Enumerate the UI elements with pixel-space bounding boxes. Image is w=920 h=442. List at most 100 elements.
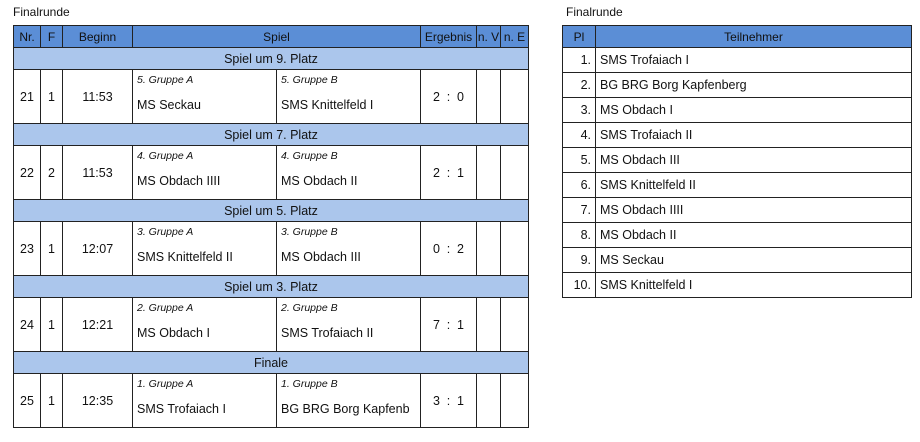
ranking-place: 8. [562, 222, 596, 248]
ranking-place: 2. [562, 72, 596, 98]
match-start-time: 12:21 [62, 297, 133, 352]
ranking-row: 8.MS Obdach II [562, 222, 912, 248]
away-team-cell: 5. Gruppe B SMS Knittelfeld I [276, 69, 421, 124]
overtime-cell [476, 297, 501, 352]
home-team-cell: 2. Gruppe A MS Obdach I [132, 297, 277, 352]
ranking-team: SMS Knittelfeld II [595, 172, 912, 198]
away-score: 1 [457, 165, 464, 180]
round-label: Spiel um 7. Platz [13, 123, 529, 146]
home-team: MS Obdach IIII [137, 174, 221, 188]
away-team-cell: 1. Gruppe B BG BRG Borg Kapfenb [276, 373, 421, 428]
home-group: 2. Gruppe A [137, 302, 194, 314]
match-start-time: 11:53 [62, 145, 133, 200]
ranking-place: 3. [562, 97, 596, 123]
home-group: 3. Gruppe A [137, 226, 194, 238]
home-score: 2 [433, 89, 440, 104]
round-header-row: Spiel um 9. Platz [13, 47, 529, 70]
home-team: SMS Knittelfeld II [137, 250, 233, 264]
score-separator: : [446, 241, 451, 256]
round-label: Spiel um 5. Platz [13, 199, 529, 222]
ranking-place: 4. [562, 122, 596, 148]
score-separator: : [446, 89, 451, 104]
match-nr: 21 [13, 69, 41, 124]
ranking-row: 2.BG BRG Borg Kapfenberg [562, 72, 912, 98]
ranking-row: 9.MS Seckau [562, 247, 912, 273]
match-nr: 24 [13, 297, 41, 352]
away-team: BG BRG Borg Kapfenb [281, 402, 410, 416]
away-score: 0 [457, 89, 464, 104]
match-field: 1 [40, 221, 63, 276]
overtime-cell [476, 145, 501, 200]
round-label: Finale [13, 351, 529, 374]
match-field: 1 [40, 297, 63, 352]
ranking-team: SMS Trofaiach II [595, 122, 912, 148]
round-header-row: Finale [13, 351, 529, 374]
penalties-cell [500, 69, 529, 124]
header-teilnehmer: Teilnehmer [595, 25, 912, 48]
penalties-cell [500, 297, 529, 352]
away-team: SMS Trofaiach II [281, 326, 374, 340]
score-separator: : [446, 165, 451, 180]
home-group: 4. Gruppe A [137, 150, 194, 162]
away-group: 4. Gruppe B [281, 150, 338, 162]
home-score: 7 [433, 317, 440, 332]
header-ergebnis: Ergebnis [420, 25, 477, 48]
round-header-row: Spiel um 7. Platz [13, 123, 529, 146]
header-beginn: Beginn [62, 25, 133, 48]
ranking-team: BG BRG Borg Kapfenberg [595, 72, 912, 98]
ranking-place: 5. [562, 147, 596, 173]
away-group: 1. Gruppe B [281, 378, 338, 390]
away-team-cell: 3. Gruppe B MS Obdach III [276, 221, 421, 276]
away-score: 1 [457, 317, 464, 332]
match-result: 3:1 [420, 373, 477, 428]
ranking-row: 1.SMS Trofaiach I [562, 47, 912, 73]
penalties-cell [500, 221, 529, 276]
match-result: 0:2 [420, 221, 477, 276]
away-group: 5. Gruppe B [281, 74, 338, 86]
ranking-place: 9. [562, 247, 596, 273]
ranking-team: SMS Knittelfeld I [595, 272, 912, 298]
home-team-cell: 4. Gruppe A MS Obdach IIII [132, 145, 277, 200]
ranking-team: MS Seckau [595, 247, 912, 273]
away-team: MS Obdach III [281, 250, 361, 264]
away-group: 3. Gruppe B [281, 226, 338, 238]
away-team-cell: 4. Gruppe B MS Obdach II [276, 145, 421, 200]
round-label: Spiel um 9. Platz [13, 47, 529, 70]
away-team: MS Obdach II [281, 174, 358, 188]
header-n-v: n. V [476, 25, 501, 48]
ranking-row: 4.SMS Trofaiach II [562, 122, 912, 148]
home-team: MS Seckau [137, 98, 201, 112]
ranking-place: 1. [562, 47, 596, 73]
away-score: 2 [457, 241, 464, 256]
home-score: 2 [433, 165, 440, 180]
overtime-cell [476, 221, 501, 276]
round-label: Spiel um 3. Platz [13, 275, 529, 298]
match-field: 1 [40, 373, 63, 428]
penalties-cell [500, 145, 529, 200]
ranking-row: 7.MS Obdach IIII [562, 197, 912, 223]
match-result: 2:1 [420, 145, 477, 200]
away-team: SMS Knittelfeld I [281, 98, 374, 112]
ranking-team: MS Obdach III [595, 147, 912, 173]
ranking-place: 10. [562, 272, 596, 298]
match-field: 1 [40, 69, 63, 124]
matches-header-row: Nr. F Beginn Spiel Ergebnis n. V n. E [13, 25, 529, 48]
home-score: 0 [433, 241, 440, 256]
header-n-e: n. E [500, 25, 529, 48]
header-pl: Pl [562, 25, 596, 48]
header-spiel: Spiel [132, 25, 421, 48]
ranking-place: 6. [562, 172, 596, 198]
home-team: SMS Trofaiach I [137, 402, 226, 416]
ranking-row: 5.MS Obdach III [562, 147, 912, 173]
ranking-place: 7. [562, 197, 596, 223]
score-separator: : [446, 317, 451, 332]
header-f: F [40, 25, 63, 48]
matches-section-title: Finalrunde [13, 5, 70, 19]
home-team: MS Obdach I [137, 326, 210, 340]
ranking-team: MS Obdach I [595, 97, 912, 123]
match-result: 2:0 [420, 69, 477, 124]
ranking-header-row: Pl Teilnehmer [562, 25, 912, 48]
